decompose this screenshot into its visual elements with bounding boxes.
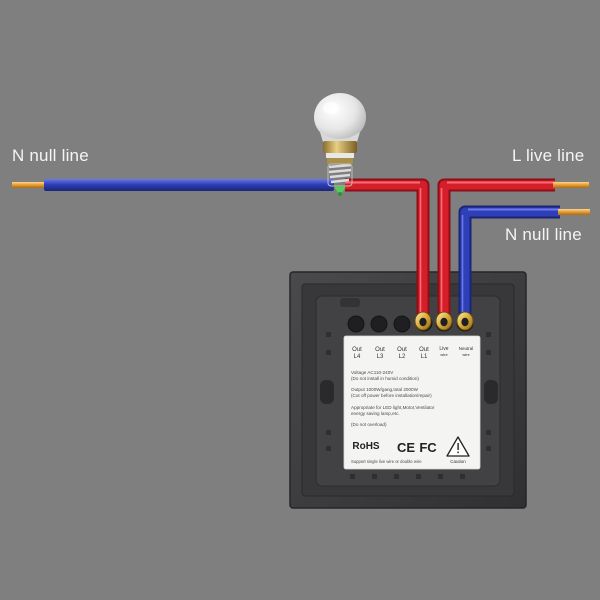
terminal-captions: Out L4 Out L3 Out L2 Out L1 Live wire Ne… <box>352 346 473 360</box>
screw-live <box>435 311 453 331</box>
terminal-caption-top: Out <box>375 347 385 353</box>
neutral-wire-left <box>12 179 334 191</box>
screw-neutral <box>456 311 474 331</box>
bulb-screw-base <box>328 163 352 184</box>
bulb-collar <box>323 141 357 153</box>
terminal-screws <box>414 311 474 331</box>
neutral-wire-right <box>458 205 590 316</box>
light-bulb-icon <box>314 93 366 196</box>
terminal-caption-top: Neutral <box>459 346 474 351</box>
terminal-caption-bottom: L2 <box>399 354 406 360</box>
screw-l1 <box>414 311 432 331</box>
terminal-caption-bottom: wire <box>462 352 470 357</box>
terminal-caption-top: Live <box>439 346 448 352</box>
warning-triangle-icon <box>446 436 470 457</box>
fcc-mark: FC <box>419 440 437 455</box>
spec-label-card <box>343 335 481 470</box>
mount-slot-left <box>320 380 334 404</box>
terminal-caption-top: Out <box>352 347 362 353</box>
label-n-null-line-left: N null line <box>12 146 89 165</box>
spec-line: (Do not overload) <box>351 422 387 427</box>
live-wire-bulb-to-l1 <box>345 178 430 316</box>
label-l-live-line: L live line <box>512 146 585 165</box>
wire-tip-live <box>553 182 589 188</box>
ce-mark: CE <box>397 440 415 455</box>
terminal-caption-bottom: L4 <box>354 354 361 360</box>
terminal-caption-top: Out <box>419 347 429 353</box>
spec-line: energy saving lamp,etc. <box>351 411 400 416</box>
label-n-null-line-right: N null line <box>505 225 582 244</box>
wire-tip-neutral-right <box>558 209 590 215</box>
spec-line: Output 1000W/gang,total 2000W <box>351 387 419 392</box>
terminal-caption-top: Out <box>397 347 407 353</box>
spec-line: Appropriate for LED light,Motor,Ventilat… <box>351 405 435 410</box>
mount-slot-right <box>484 380 498 404</box>
spec-line: Support single live wire or double wire <box>351 459 422 464</box>
vent-squares <box>326 332 491 479</box>
certification-marks: RoHS CE FC <box>352 440 437 455</box>
terminal-caption-bottom: L1 <box>421 354 428 360</box>
rohs-mark: RoHS <box>352 441 380 452</box>
caution-text: Caution <box>450 459 466 464</box>
terminal-caption-bottom: wire <box>440 352 448 357</box>
switch-panel: Out L4 Out L3 Out L2 Out L1 Live wire Ne… <box>289 271 527 509</box>
spec-line: Voltage AC110-240V <box>351 370 394 375</box>
mount-slot-top <box>340 298 360 307</box>
wire-tip-neutral-left <box>12 182 46 188</box>
terminal-hole-l4 <box>347 315 365 333</box>
terminal-hole-l2 <box>393 315 411 333</box>
terminal-hole-l3 <box>370 315 388 333</box>
spec-line: (Cut off power before installation/repai… <box>351 393 432 398</box>
spec-line: (Do not install in humid condition) <box>351 376 419 381</box>
terminal-caption-bottom: L3 <box>377 354 384 360</box>
live-wire-supply <box>437 178 589 316</box>
spec-text: Voltage AC110-240V (Do not install in hu… <box>351 370 435 464</box>
